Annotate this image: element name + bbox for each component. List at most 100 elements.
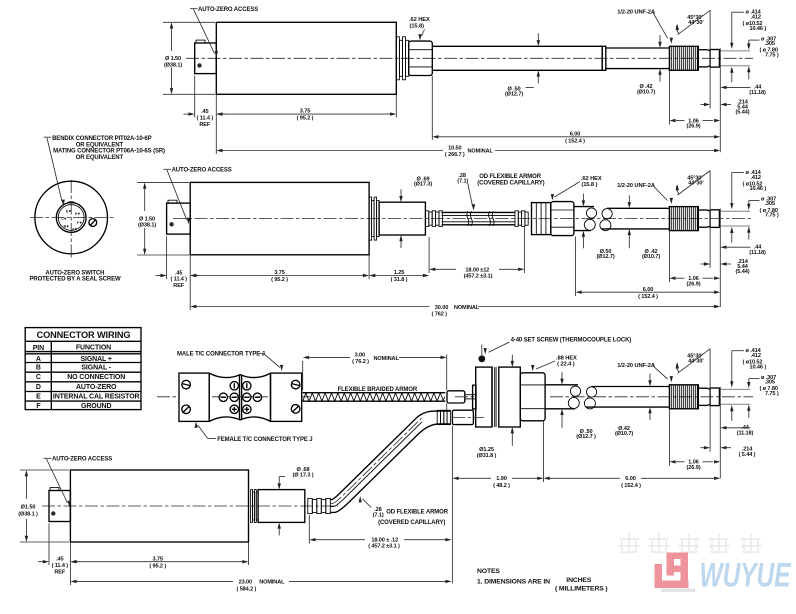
svg-text:F: F <box>77 221 79 225</box>
svg-text:AUTO-ZERO ACCESS: AUTO-ZERO ACCESS <box>172 168 232 174</box>
svg-text:(15.8): (15.8) <box>410 23 425 29</box>
svg-text:B: B <box>36 365 41 372</box>
svg-text:E: E <box>75 212 78 216</box>
svg-text:30.00: 30.00 <box>435 305 448 311</box>
svg-text:.88 HEX: .88 HEX <box>556 355 577 361</box>
svg-text:45°30': 45°30' <box>687 15 703 21</box>
svg-text:.28: .28 <box>458 173 465 179</box>
svg-text:( ø 7.80: ( ø 7.80 <box>760 48 778 54</box>
svg-text:.412: .412 <box>751 175 761 181</box>
svg-text:3.75: 3.75 <box>152 557 162 563</box>
svg-text:18.00 ±12: 18.00 ±12 <box>465 267 489 273</box>
svg-text:REF: REF <box>54 569 66 575</box>
svg-text:(COVERED CAPILLARY): (COVERED CAPILLARY) <box>378 520 445 526</box>
svg-text:( 95.2 ): ( 95.2 ) <box>271 277 288 283</box>
svg-text:Ø.42: Ø.42 <box>618 426 630 432</box>
svg-text:.44: .44 <box>754 244 762 250</box>
svg-text:(Ø38.1 ): (Ø38.1 ) <box>18 511 38 517</box>
svg-text:( 95.2 ): ( 95.2 ) <box>297 116 314 122</box>
svg-text:AUTO-ZERO: AUTO-ZERO <box>76 384 117 391</box>
svg-text:INTERNAL CAL RESISTOR: INTERNAL CAL RESISTOR <box>53 394 140 401</box>
svg-text:(11.18): (11.18) <box>749 250 766 256</box>
svg-text:3.75: 3.75 <box>274 270 284 276</box>
svg-text:( ø 7.80: ( ø 7.80 <box>760 208 778 214</box>
svg-text:( 584.2 ): ( 584.2 ) <box>237 586 257 592</box>
svg-text:(5.44): (5.44) <box>736 269 750 275</box>
svg-text:.305: .305 <box>765 379 775 385</box>
svg-text:PROTECTED BY A SEAL SCREW: PROTECTED BY A SEAL SCREW <box>30 276 121 282</box>
svg-text:( 762 ): ( 762 ) <box>432 312 448 318</box>
svg-text:ø .414: ø .414 <box>746 170 762 176</box>
svg-text:( 11.4 ): ( 11.4 ) <box>170 277 187 283</box>
svg-text:10.50: 10.50 <box>448 145 461 151</box>
svg-text:Ø .50: Ø .50 <box>507 86 520 92</box>
svg-text:(26.9): (26.9) <box>687 465 701 471</box>
svg-text:6.00: 6.00 <box>625 476 635 482</box>
svg-text:.45: .45 <box>56 557 63 563</box>
svg-text:.305: .305 <box>765 201 775 207</box>
svg-text:(Ø10.7): (Ø10.7) <box>642 254 660 260</box>
svg-text:( ø10.52: ( ø10.52 <box>743 181 763 187</box>
svg-text:(Ø38.1): (Ø38.1) <box>138 222 156 228</box>
svg-text:BENDIX CONNECTOR PIT02A-10-6P: BENDIX CONNECTOR PIT02A-10-6P <box>52 136 152 142</box>
svg-text:( 152.4 ): ( 152.4 ) <box>621 483 641 489</box>
svg-text:INCHES: INCHES <box>566 577 592 584</box>
svg-text:ø .307: ø .307 <box>761 36 776 42</box>
svg-text:1.06: 1.06 <box>688 460 698 466</box>
svg-text:6.00: 6.00 <box>643 287 653 293</box>
svg-text:18.00 ± .12: 18.00 ± .12 <box>371 538 398 544</box>
svg-text:ø .414: ø .414 <box>746 10 762 16</box>
svg-text:1.06: 1.06 <box>688 276 698 282</box>
svg-text:(Ø31.8 ): (Ø31.8 ) <box>477 453 497 459</box>
svg-text:SIGNAL -: SIGNAL - <box>81 365 111 372</box>
svg-text:REF: REF <box>199 122 211 128</box>
svg-text:PIN: PIN <box>33 345 44 352</box>
svg-text:(Ø12.7): (Ø12.7) <box>596 254 614 260</box>
svg-text:FEMALE T/C CONNECTOR TYPE J: FEMALE T/C CONNECTOR TYPE J <box>217 437 312 443</box>
svg-text:( ø10.52: ( ø10.52 <box>743 360 763 366</box>
svg-text:SIGNAL +: SIGNAL + <box>80 356 111 363</box>
svg-text:.62 HEX: .62 HEX <box>581 176 602 182</box>
svg-text:(5.44): (5.44) <box>736 110 750 116</box>
svg-text:E: E <box>36 394 41 401</box>
svg-text:.44: .44 <box>754 85 762 91</box>
svg-text:Ø1.25: Ø1.25 <box>479 447 494 453</box>
svg-text:(Ø 17.3 ): (Ø 17.3 ) <box>293 473 314 479</box>
svg-text:AUTO-ZERO ACCESS: AUTO-ZERO ACCESS <box>198 7 258 13</box>
svg-text:1.90: 1.90 <box>496 476 506 482</box>
svg-text:( 11.4 ): ( 11.4 ) <box>197 116 214 122</box>
svg-text:5.44: 5.44 <box>737 264 748 270</box>
svg-text:A: A <box>72 227 75 231</box>
svg-text:NOTES: NOTES <box>477 568 500 575</box>
svg-text:3.75: 3.75 <box>300 109 310 115</box>
svg-text:( 31.8 ): ( 31.8 ) <box>391 277 408 283</box>
svg-text:(Ø10.7): (Ø10.7) <box>615 431 633 437</box>
svg-text:1/2-20 UNF-2A: 1/2-20 UNF-2A <box>617 363 656 369</box>
svg-text:7.75 ): 7.75 ) <box>765 52 779 58</box>
svg-text:MALE T/C CONNECTOR TYPE J: MALE T/C CONNECTOR TYPE J <box>177 352 265 358</box>
svg-text:NOMINAL: NOMINAL <box>259 580 285 586</box>
svg-text:(11.18): (11.18) <box>749 90 766 96</box>
svg-text:( 152.4 ): ( 152.4 ) <box>565 138 585 144</box>
svg-text:(Ø10.7): (Ø10.7) <box>637 90 655 96</box>
svg-text:WUYUE: WUYUE <box>699 557 791 595</box>
svg-text:.412: .412 <box>751 15 761 21</box>
svg-text:23.00: 23.00 <box>239 580 252 586</box>
svg-text:(Ø17.3): (Ø17.3) <box>414 182 432 188</box>
svg-text:NOMINAL: NOMINAL <box>374 356 400 362</box>
svg-text:1/2-20 UNF-2A: 1/2-20 UNF-2A <box>617 183 656 189</box>
svg-text:NO CONNECTION: NO CONNECTION <box>67 374 125 381</box>
svg-text:OR EQUIVALENT: OR EQUIVALENT <box>76 142 124 148</box>
svg-text:45°30': 45°30' <box>687 175 703 181</box>
svg-text:.28: .28 <box>374 507 381 513</box>
svg-text:OD FLEXIBLE ARMOR: OD FLEXIBLE ARMOR <box>386 509 449 515</box>
svg-text:Ø1.50: Ø1.50 <box>21 505 36 511</box>
svg-text:.305: .305 <box>765 41 775 47</box>
svg-text:10.46 ): 10.46 ) <box>750 186 767 192</box>
svg-text:REF: REF <box>173 283 185 289</box>
svg-text:.214: .214 <box>742 446 753 452</box>
svg-text:( 266.7 ): ( 266.7 ) <box>445 152 465 158</box>
svg-text:(Ø38.1): (Ø38.1) <box>164 62 182 68</box>
svg-text:3.00: 3.00 <box>355 352 365 358</box>
svg-text:Ø 1.50: Ø 1.50 <box>139 216 155 222</box>
